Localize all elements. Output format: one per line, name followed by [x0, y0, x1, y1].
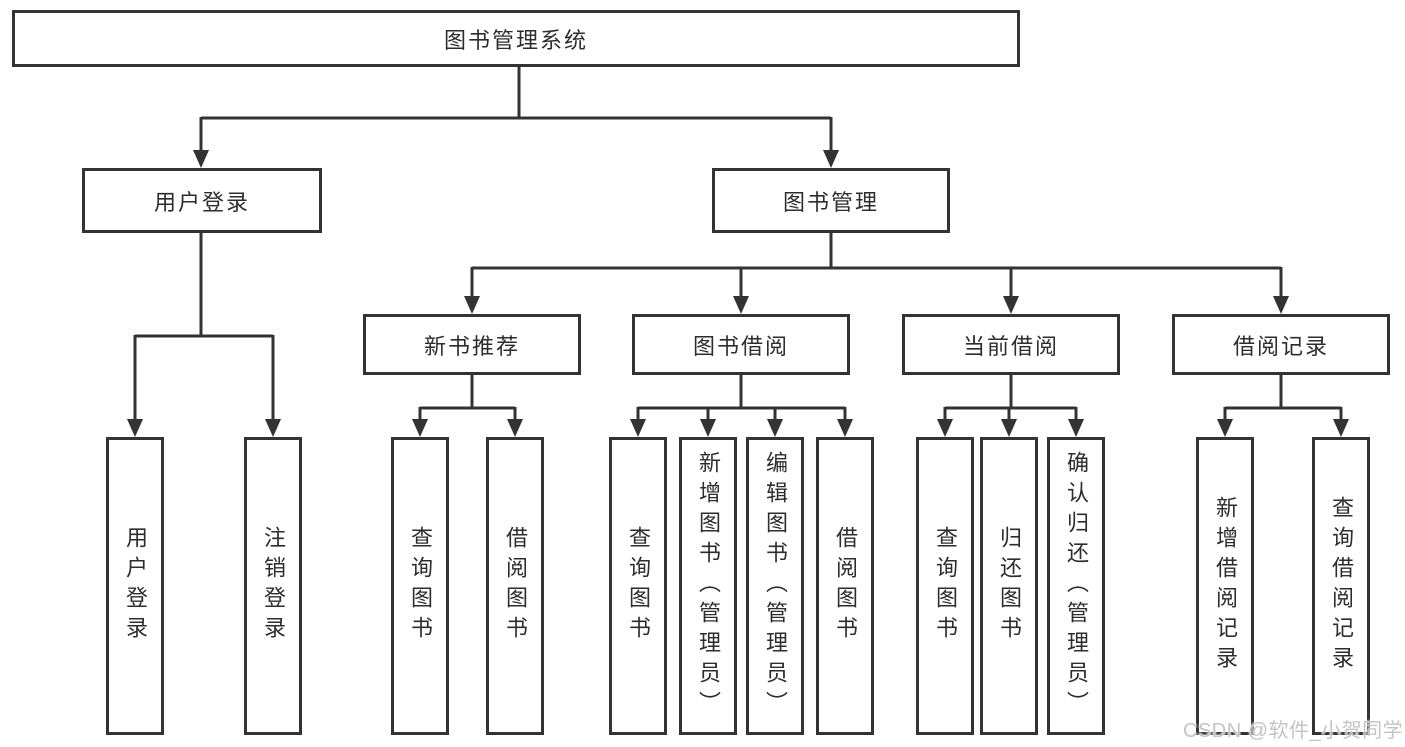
node-leaf-cb-query-book: 查询图书	[916, 437, 974, 735]
node-leaf-br-query-record: 查询借阅记录	[1312, 437, 1370, 735]
node-leaf-cb-query-book-label: 查询图书	[933, 526, 958, 646]
node-leaf-bb-edit-book: 编辑图书（管理员）	[746, 437, 804, 735]
node-leaf-nbr-borrow-book: 借阅图书	[486, 437, 544, 735]
arrowhead	[1003, 296, 1019, 314]
watermark: CSDN @软件_小贺同学	[1183, 720, 1404, 742]
node-leaf-cb-return-book: 归还图书	[980, 437, 1038, 735]
node-borrow-record-label: 借阅记录	[1232, 333, 1329, 359]
node-leaf-nbr-borrow-book-label: 借阅图书	[503, 526, 528, 646]
arrowhead	[767, 419, 783, 437]
node-user-login: 用户登录	[82, 168, 322, 233]
node-new-book-rec-label: 新书推荐	[423, 333, 520, 359]
arrowhead	[1068, 419, 1084, 437]
arrowhead	[1333, 419, 1349, 437]
node-leaf-bb-query-book-label: 查询图书	[626, 526, 651, 646]
node-leaf-bb-edit-book-label: 编辑图书（管理员）	[763, 451, 788, 721]
connector-current-borrow-children	[943, 375, 1078, 421]
node-leaf-bb-add-book-label: 新增图书（管理员）	[696, 451, 721, 721]
node-leaf-bb-query-book: 查询图书	[609, 437, 667, 735]
arrowhead	[464, 296, 480, 314]
arrowhead	[837, 419, 853, 437]
connector-new-book-rec-children	[418, 375, 517, 421]
node-leaf-bb-borrow-book: 借阅图书	[816, 437, 874, 735]
arrowhead	[507, 419, 523, 437]
node-leaf-nbr-query-book-label: 查询图书	[408, 526, 433, 646]
node-new-book-rec: 新书推荐	[363, 314, 581, 375]
node-leaf-nbr-query-book: 查询图书	[391, 437, 449, 735]
node-user-login-label: 用户登录	[153, 189, 250, 215]
arrowhead	[630, 419, 646, 437]
connector-root-to-level2	[199, 67, 833, 152]
node-leaf-logout: 注销登录	[244, 437, 302, 735]
node-leaf-br-add-record: 新增借阅记录	[1196, 437, 1254, 735]
node-leaf-user-login: 用户登录	[106, 437, 164, 735]
node-leaf-bb-add-book: 新增图书（管理员）	[679, 437, 737, 735]
connector-borrow-record-children	[1223, 375, 1343, 421]
node-current-borrow: 当前借阅	[902, 314, 1120, 375]
arrowhead	[1001, 419, 1017, 437]
node-book-mgmt-label: 图书管理	[782, 189, 879, 215]
arrowhead	[700, 419, 716, 437]
node-leaf-br-add-record-label: 新增借阅记录	[1213, 496, 1238, 676]
node-book-borrow: 图书借阅	[632, 314, 850, 375]
node-borrow-record: 借阅记录	[1172, 314, 1390, 375]
node-leaf-bb-borrow-book-label: 借阅图书	[833, 526, 858, 646]
connector-book-borrow-children	[636, 375, 847, 421]
node-root: 图书管理系统	[12, 10, 1020, 67]
connector-user-login-children	[133, 233, 275, 421]
node-leaf-br-query-record-label: 查询借阅记录	[1329, 496, 1354, 676]
arrowhead	[193, 150, 209, 168]
connector-book-mgmt-children	[470, 233, 1283, 298]
node-leaf-cb-confirm-return-label: 确认归还（管理员）	[1064, 451, 1089, 721]
node-leaf-cb-return-book-label: 归还图书	[997, 526, 1022, 646]
node-current-borrow-label: 当前借阅	[962, 333, 1059, 359]
node-root-label: 图书管理系统	[443, 27, 588, 53]
arrowhead	[127, 419, 143, 437]
arrowhead	[733, 296, 749, 314]
node-book-mgmt: 图书管理	[712, 168, 950, 233]
node-leaf-logout-label: 注销登录	[261, 526, 286, 646]
arrowhead	[1273, 296, 1289, 314]
node-leaf-cb-confirm-return: 确认归还（管理员）	[1047, 437, 1105, 735]
arrowhead	[265, 419, 281, 437]
arrowhead	[937, 419, 953, 437]
arrowhead	[823, 150, 839, 168]
arrowhead	[1217, 419, 1233, 437]
node-leaf-user-login-label: 用户登录	[123, 526, 148, 646]
arrowhead	[412, 419, 428, 437]
node-book-borrow-label: 图书借阅	[692, 333, 789, 359]
